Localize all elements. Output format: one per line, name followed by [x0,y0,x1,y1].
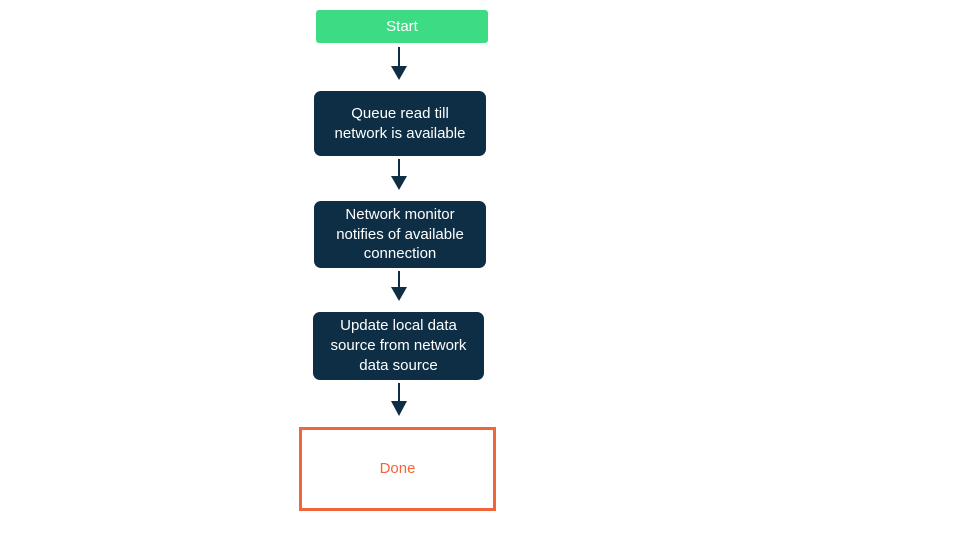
down-arrow-icon [391,176,407,190]
down-arrow-icon [391,66,407,80]
node-network-monitor[interactable]: Network monitor notifies of available co… [314,201,486,268]
down-arrow-icon [391,287,407,301]
node-start[interactable]: Start [316,10,488,43]
node-done[interactable]: Done [299,427,496,511]
node-queue-read[interactable]: Queue read till network is available [314,91,486,156]
node-update-local[interactable]: Update local data source from network da… [313,312,484,380]
down-arrow-icon [391,401,407,416]
